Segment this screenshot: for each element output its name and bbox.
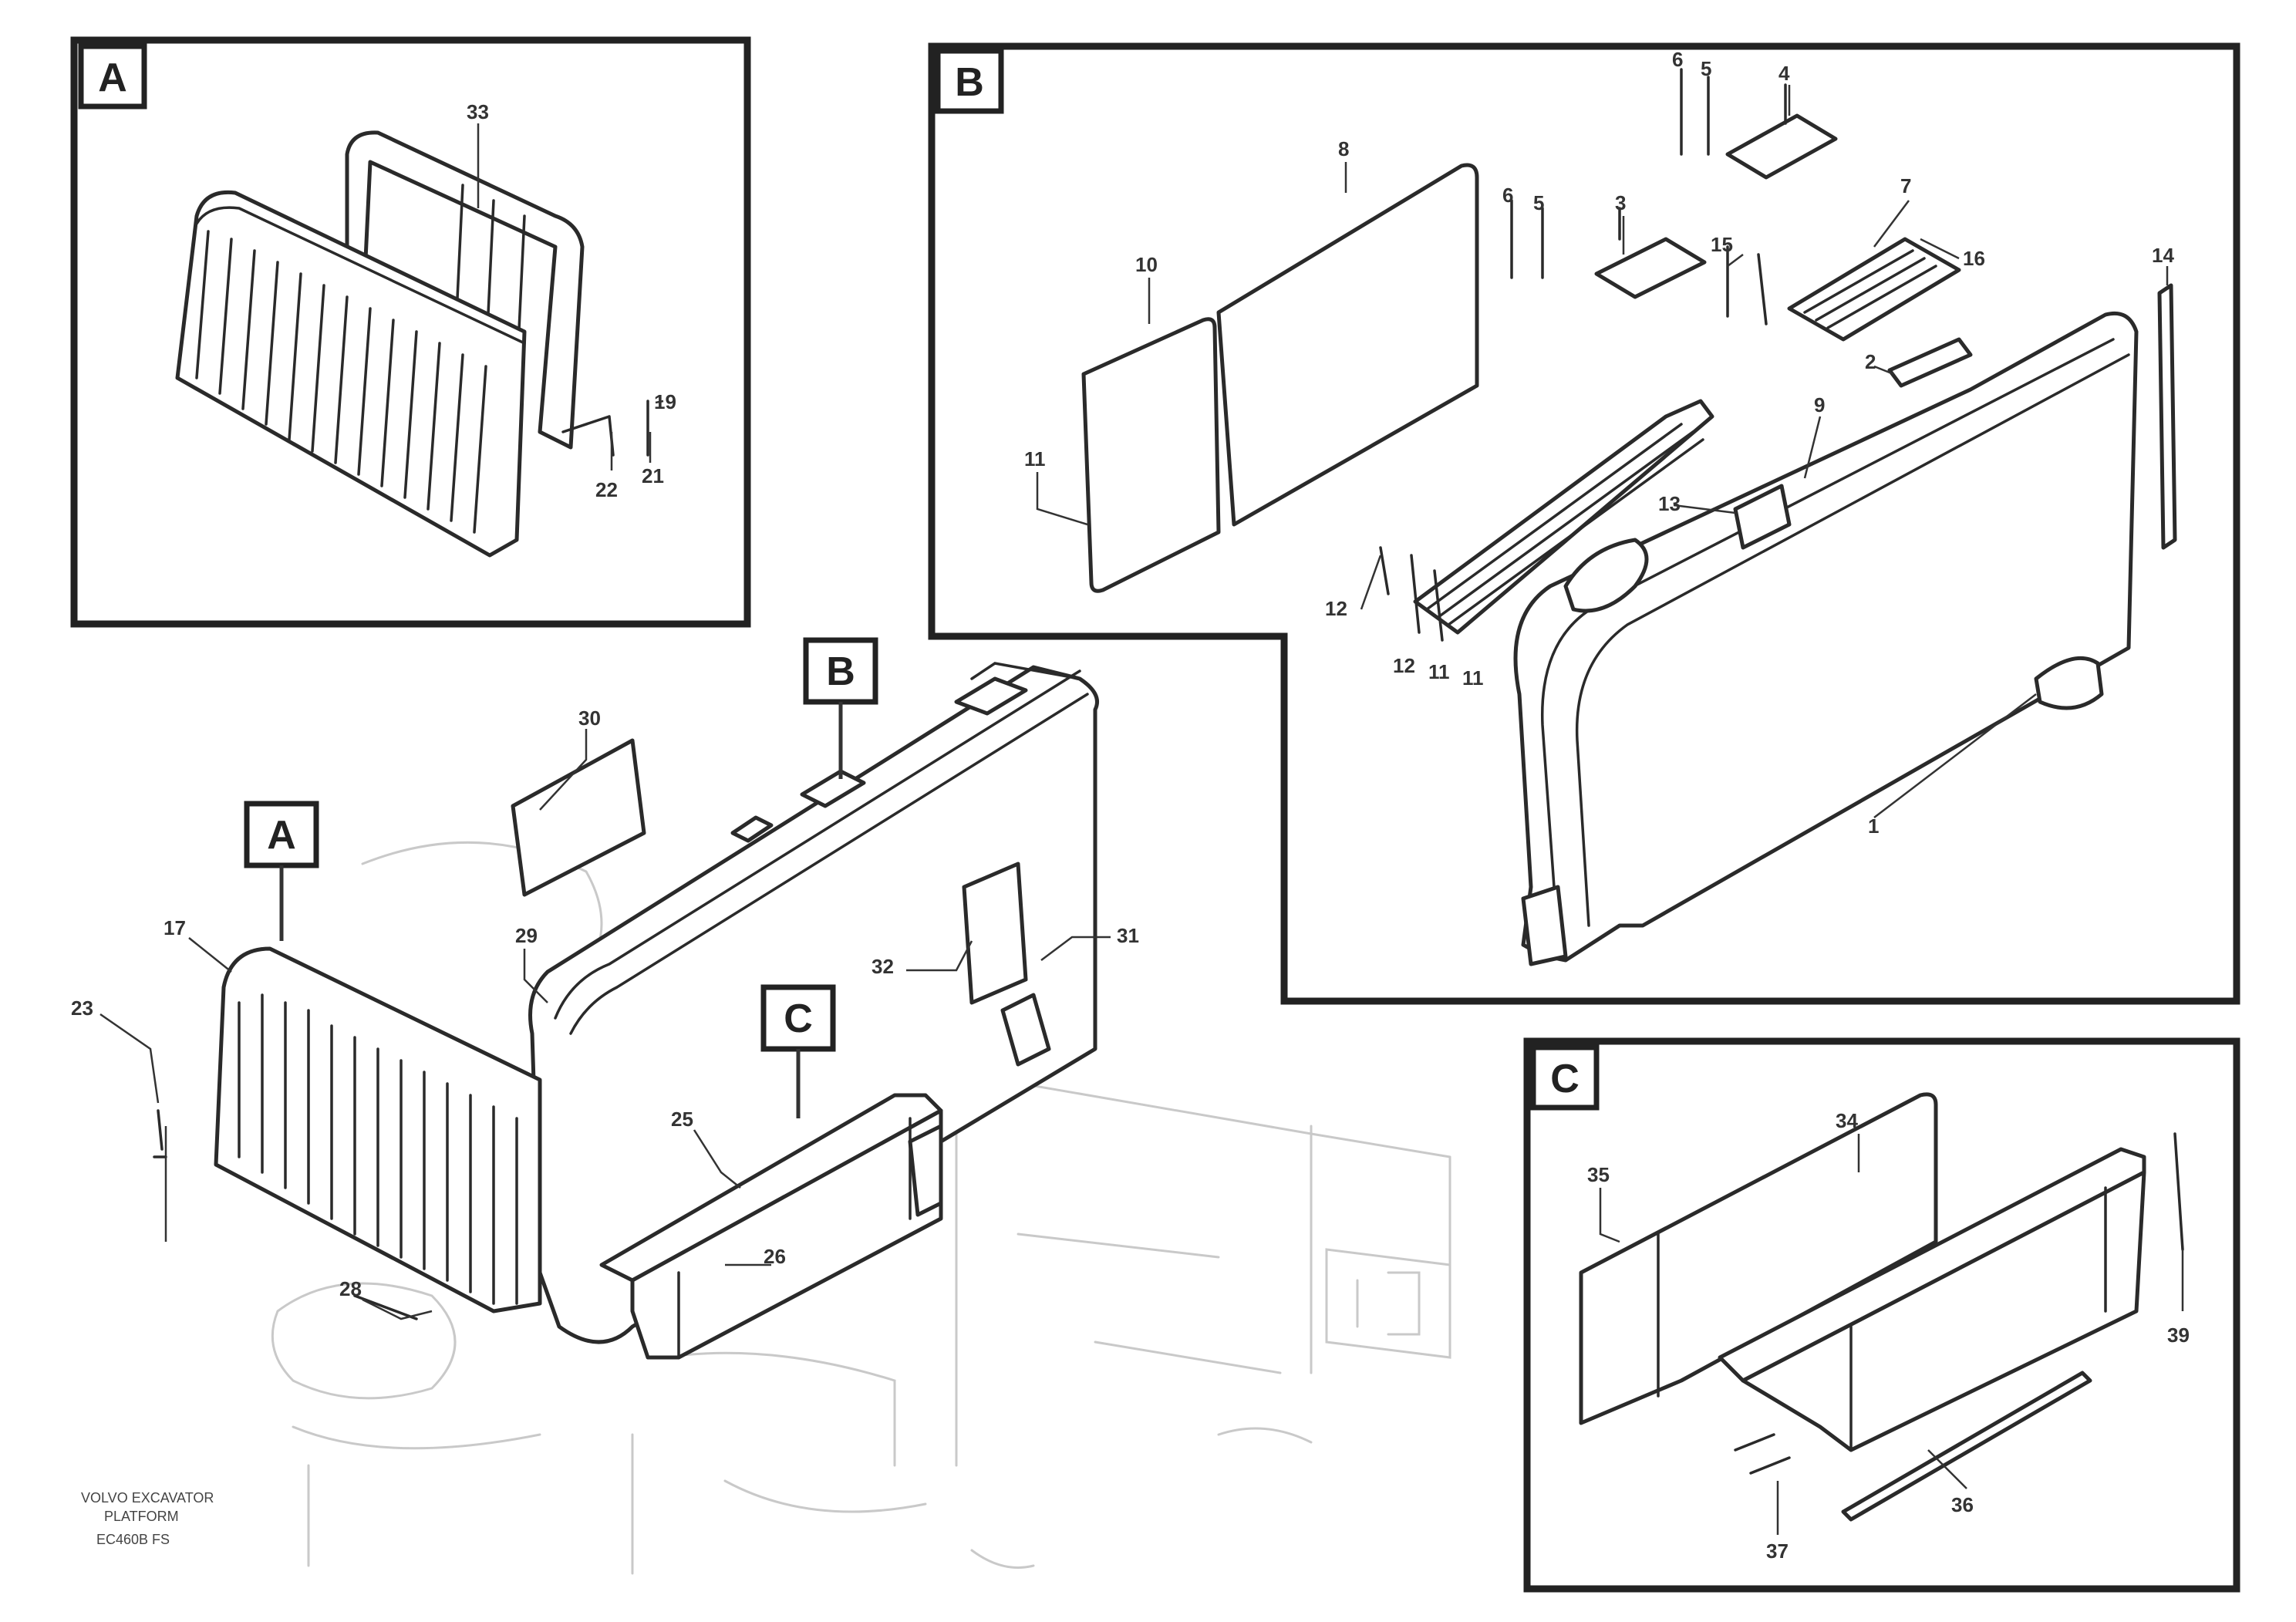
main-callouts: 30 29 17 23 28 25 26 32 31 — [71, 706, 1139, 1320]
callout-a-nut: 21 — [642, 464, 664, 487]
callout-m-guard: 17 — [164, 916, 186, 939]
callout-m-plate: 32 — [872, 955, 894, 978]
callout-b-edge: 11 — [1024, 447, 1046, 470]
callout-b-h5: 5 — [1533, 191, 1544, 214]
callout-m-bottom: 28 — [339, 1277, 362, 1300]
footer-line-3: EC460B FS — [96, 1532, 170, 1547]
svg-text:A: A — [267, 813, 296, 858]
detail-c: C 34 35 39 36 37 — [1523, 1037, 2240, 1593]
callout-b-low3: 11 — [1462, 666, 1484, 690]
svg-text:B: B — [826, 649, 855, 694]
callout-b-grip: 9 — [1814, 393, 1825, 416]
callout-b-frame: 1 — [1868, 814, 1879, 838]
detail-b: B 8 10 — [928, 42, 2240, 1005]
detail-b-panel-small — [1081, 317, 1221, 593]
warning-decal — [511, 738, 646, 897]
detail-b-panel-large — [1216, 163, 1479, 527]
callout-a-guard: 33 — [467, 100, 489, 123]
callout-m-screw: 31 — [1117, 924, 1139, 947]
main-section-markers: A B C — [244, 637, 878, 1118]
detail-a: A 33 19 21 22 — [70, 36, 751, 628]
callout-c-strip: 36 — [1951, 1493, 1974, 1516]
callout-b-side-panel: 10 — [1135, 253, 1158, 276]
section-marker-a[interactable] — [244, 801, 319, 868]
callout-b-washer: 16 — [1963, 247, 1985, 270]
detail-c-tread — [1718, 1147, 2146, 1383]
callout-m-bolt: 23 — [71, 996, 93, 1020]
callout-b-h6: 3 — [1615, 191, 1626, 214]
callout-b-h2: 5 — [1701, 57, 1711, 80]
detail-b-label-box — [935, 48, 1004, 114]
detail-b-strip — [2157, 283, 2177, 550]
callout-b-h4: 6 — [1502, 184, 1513, 207]
callout-b-bolt: 15 — [1711, 233, 1733, 256]
detail-c-label-box — [1530, 1044, 1600, 1111]
drawing-footer: VOLVO EXCAVATOR PLATFORM EC460B FS — [81, 1490, 214, 1547]
detail-a-label: A — [98, 56, 127, 100]
callout-a-washer: 22 — [595, 478, 618, 501]
callout-m-decal: 30 — [578, 706, 601, 730]
detail-b-label: B — [955, 60, 984, 105]
callout-b-strip: 14 — [2152, 244, 2174, 267]
detail-c-strip — [1841, 1371, 2092, 1522]
detail-b-step — [1787, 237, 1961, 342]
detail-a-front-guard — [175, 190, 527, 558]
callout-c-decal: 34 — [1836, 1109, 1858, 1132]
callout-m-clip: 29 — [515, 924, 538, 947]
callout-b-pad: 13 — [1658, 492, 1681, 515]
detail-c-frame — [1523, 1037, 2240, 1593]
detail-a-frame — [70, 36, 751, 628]
footer-line-2: PLATFORM — [104, 1509, 179, 1524]
callout-m-step: 26 — [764, 1245, 786, 1268]
svg-text:C: C — [784, 996, 813, 1041]
callout-b-low2: 11 — [1428, 660, 1450, 683]
callout-a-bolt: 19 — [654, 390, 676, 413]
main-assembly — [153, 662, 1099, 1360]
callout-c-nut: 37 — [1766, 1539, 1789, 1563]
callout-b-step: 7 — [1900, 174, 1911, 197]
callout-c-bolt: 39 — [2167, 1324, 2190, 1347]
ghost-machine-outline — [271, 841, 1451, 1575]
callout-b-h1: 6 — [1672, 48, 1683, 71]
callout-b-clip: 12 — [1325, 597, 1347, 620]
callout-c-pad: 35 — [1587, 1163, 1610, 1186]
callout-b-low1: 12 — [1393, 654, 1415, 677]
detail-c-label: C — [1550, 1057, 1580, 1101]
callout-b-h3: 4 — [1778, 62, 1790, 85]
detail-b-frame — [928, 42, 2240, 1005]
detail-a-label-box — [78, 43, 147, 110]
footer-line-1: VOLVO EXCAVATOR — [81, 1490, 214, 1506]
callout-m-rail: 25 — [671, 1108, 693, 1131]
detail-a-rear-guard — [345, 130, 585, 450]
detail-b-frame-part — [1513, 311, 2139, 963]
callout-b-bar: 2 — [1865, 350, 1876, 373]
lower-step — [599, 1093, 943, 1283]
callout-b-panel: 8 — [1338, 137, 1349, 160]
